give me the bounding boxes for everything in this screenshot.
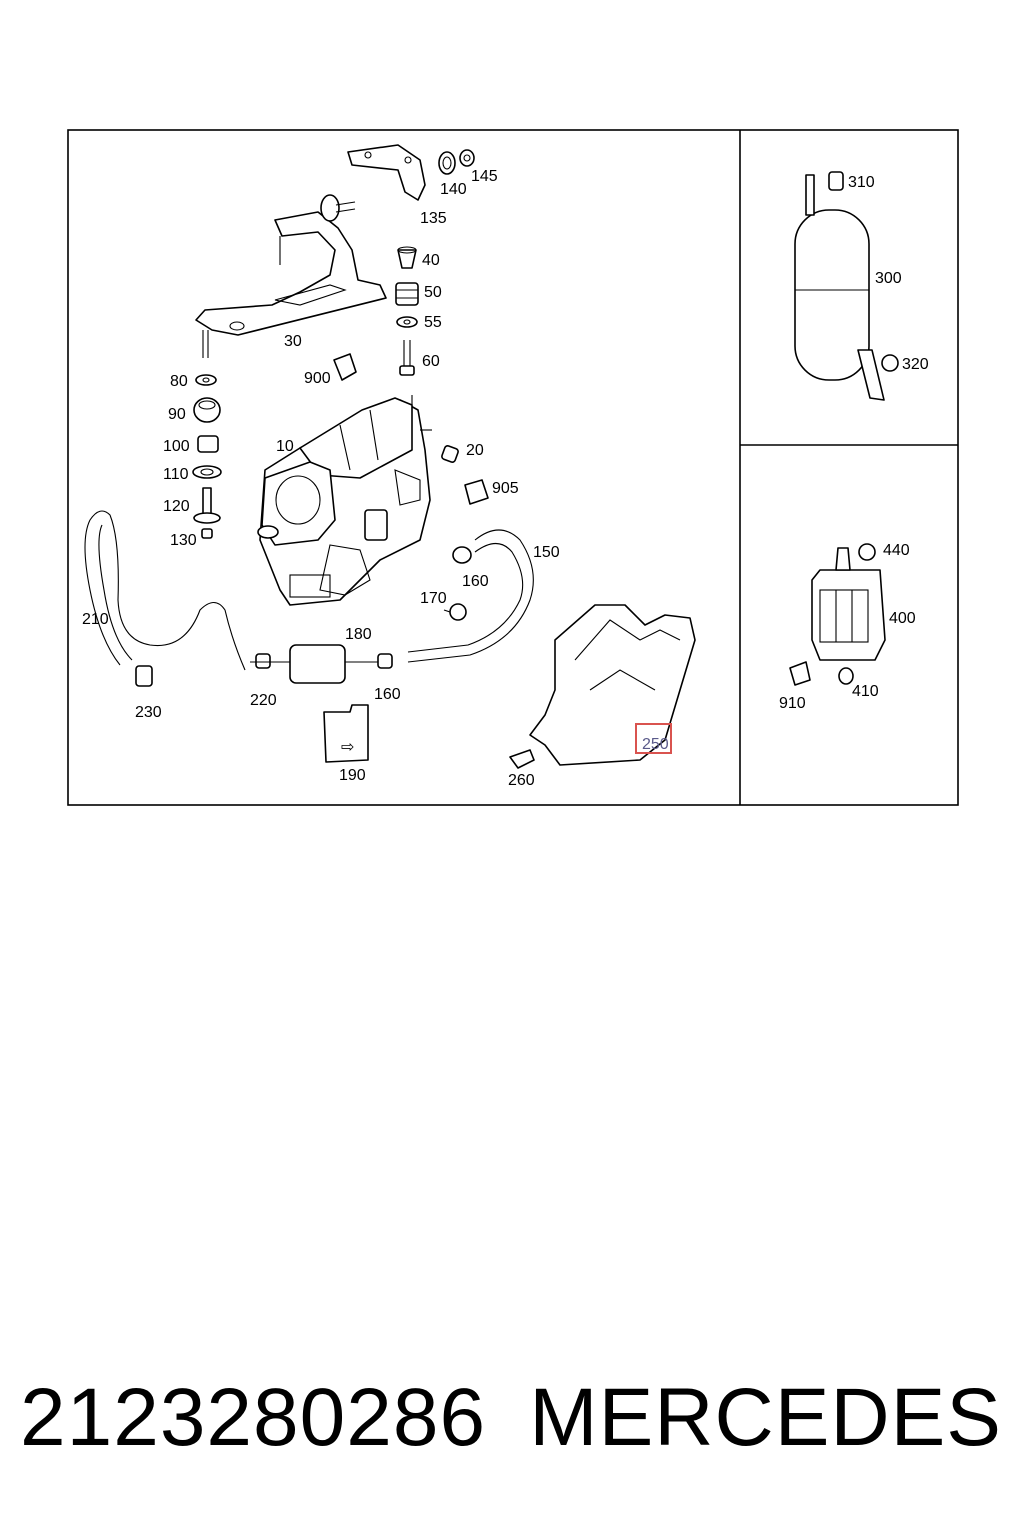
nut-145-drawing: [459, 149, 475, 167]
fitting-310-drawing: [828, 171, 844, 191]
callout-140: 140: [440, 181, 467, 198]
callout-30: 30: [284, 333, 302, 350]
callout-110: 110: [163, 466, 189, 483]
callout-130: 130: [170, 532, 197, 549]
callout-250: 250: [642, 736, 669, 753]
part-number: 2123280286: [20, 1372, 487, 1463]
nut-320-drawing: [881, 354, 899, 372]
callout-410: 410: [852, 683, 879, 700]
callout-400: 400: [889, 610, 916, 627]
hose-150-drawing: [407, 529, 534, 663]
callout-10: 10: [276, 438, 294, 455]
callout-910: 910: [779, 695, 806, 712]
callout-160-lower: 160: [374, 686, 401, 703]
callout-150: 150: [533, 544, 560, 561]
connector-905-drawing: [464, 479, 489, 505]
clip-220-drawing: [255, 653, 271, 669]
bracket-30-drawing: [195, 194, 387, 358]
callout-190: 190: [339, 767, 366, 784]
callout-160-upper: 160: [462, 573, 489, 590]
fitting-410-drawing: [838, 667, 854, 685]
callout-50: 50: [424, 284, 442, 301]
parts-diagram: ⇨ 10 20 30 40 50: [67, 129, 959, 806]
clip-230-drawing: [135, 665, 153, 687]
callout-100: 100: [163, 438, 190, 455]
mount-stack-80-130-drawing: [192, 374, 222, 539]
callout-220: 220: [250, 692, 277, 709]
callout-320: 320: [902, 356, 929, 373]
callout-900: 900: [304, 370, 331, 387]
callout-180: 180: [345, 626, 372, 643]
callout-230: 230: [135, 704, 162, 721]
clip-170-drawing: [443, 603, 467, 621]
callout-300: 300: [875, 270, 902, 287]
bolt-stack-40-60-drawing: [395, 246, 419, 376]
callout-440: 440: [883, 542, 910, 559]
hose-210-drawing: [84, 510, 246, 671]
filter-180-drawing: [250, 644, 378, 684]
bracket-135-drawing: [347, 144, 426, 201]
callout-310: 310: [848, 174, 875, 191]
callout-145: 145: [471, 168, 498, 185]
callout-labels: 10 20 30 40 50 55 60 80 90 100 110 120 1…: [82, 168, 929, 789]
callout-120: 120: [163, 498, 190, 515]
grommet-140-drawing: [438, 151, 456, 175]
valve-block-400-drawing: [811, 547, 886, 661]
callout-20: 20: [466, 442, 484, 459]
callout-55: 55: [424, 314, 442, 331]
callout-135: 135: [420, 210, 447, 227]
callout-260: 260: [508, 772, 535, 789]
callout-210: 210: [82, 611, 109, 628]
connector-910-drawing: [789, 661, 811, 686]
main-panel-frame: [67, 129, 959, 806]
svg-text:⇨: ⇨: [341, 739, 354, 756]
callout-40: 40: [422, 252, 440, 269]
nut-440-drawing: [858, 543, 876, 561]
fitting-20-drawing: [441, 445, 459, 463]
footer: 2123280286 MERCEDES: [0, 1368, 1024, 1468]
bracket-190-drawing: ⇨: [323, 704, 369, 763]
reservoir-300-drawing: [794, 174, 885, 401]
screw-260-drawing: [509, 749, 535, 769]
clip-160-upper-drawing: [452, 546, 472, 564]
callout-905: 905: [492, 480, 519, 497]
compressor-10-drawing: [257, 395, 432, 606]
clip-160-lower-drawing: [377, 653, 393, 669]
connector-900-drawing: [333, 353, 357, 381]
callout-170: 170: [420, 590, 447, 607]
callout-60: 60: [422, 353, 440, 370]
brand-name: MERCEDES: [529, 1372, 1002, 1463]
callout-80: 80: [170, 373, 188, 390]
callout-90: 90: [168, 406, 186, 423]
callout-250-highlight-box: [635, 723, 672, 754]
